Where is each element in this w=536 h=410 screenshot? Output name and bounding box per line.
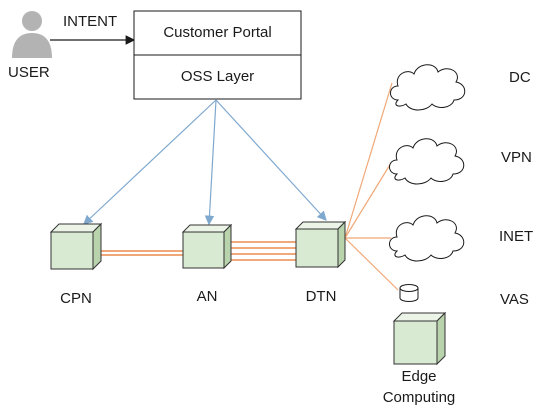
edge-computing-node-icon [392, 311, 447, 366]
customer-portal-label: Customer Portal [163, 24, 272, 41]
oss-layer-box [133, 54, 302, 100]
oss-to-dtn-arrow [215, 99, 327, 221]
dtn-node-icon [294, 220, 347, 269]
an-label: AN [196, 288, 218, 305]
dtn-vas-link [344, 237, 399, 291]
oss-to-an-arrow [204, 99, 217, 226]
dc-cloud-icon [390, 64, 466, 111]
oss-to-cpn-arrow [83, 99, 217, 225]
inet-label: INET [499, 228, 534, 245]
cpn-node-icon [49, 222, 103, 271]
an-node-icon [181, 223, 233, 270]
dtn-dc-link [344, 82, 393, 239]
dtn-vpn-link [344, 162, 392, 239]
dtn-label: DTN [305, 288, 337, 305]
vpn-label: VPN [501, 149, 532, 166]
vpn-cloud-icon [389, 138, 465, 185]
edge-computing-label-line2: Computing [382, 389, 456, 406]
cpn-label: CPN [60, 290, 92, 307]
intent-label: INTENT [63, 13, 118, 30]
dc-label: DC [509, 69, 531, 86]
vas-database-icon [399, 284, 419, 302]
user-label: USER [8, 64, 50, 81]
user-icon [12, 11, 52, 58]
inet-cloud-icon [389, 215, 465, 262]
oss-layer-label: OSS Layer [180, 68, 255, 85]
vas-label: VAS [500, 291, 529, 308]
edge-computing-label-line1: Edge [401, 368, 437, 385]
